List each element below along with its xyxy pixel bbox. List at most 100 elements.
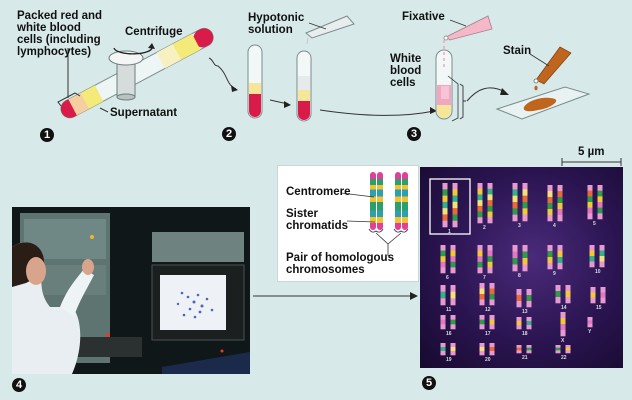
- chromosome-20-2: [489, 343, 495, 356]
- highlighted-pair-box: [429, 178, 471, 235]
- technician-at-monitor-image: [12, 207, 250, 374]
- karyotype-label-10: 10: [595, 269, 601, 275]
- chromosome-11-1: [440, 285, 446, 306]
- karyotype-label-X: X: [561, 338, 565, 344]
- karyotype-label-6: 6: [446, 275, 449, 281]
- chromosome-10-2: [599, 245, 605, 268]
- chromosome-1-2: [452, 183, 458, 228]
- centrifuge: [57, 27, 214, 119]
- chromosome-15-2: [600, 287, 606, 304]
- karyotype-label-19: 19: [446, 357, 452, 363]
- chromosome-9-2: [557, 245, 563, 270]
- karyotype-label-21: 21: [522, 355, 528, 361]
- label-fixative: Fixative: [402, 11, 445, 23]
- test-tube-1: [247, 44, 263, 119]
- chromosome-12-1: [479, 283, 485, 306]
- chromosome-2-1: [477, 183, 483, 224]
- label-hypotonic-solution: Hypotonic solution: [248, 12, 305, 36]
- karyotype-label-9: 9: [553, 271, 556, 277]
- karyotype-label-Y: Y: [588, 329, 592, 335]
- chromosome-16-1: [440, 315, 446, 330]
- karyotype-label-7: 7: [483, 275, 486, 281]
- chromosome-3-2: [522, 183, 528, 222]
- stain-dropper: [529, 46, 572, 91]
- chromosome-X: [560, 312, 566, 337]
- chromosome-17-1: [479, 315, 485, 330]
- chromosome-20-1: [479, 343, 485, 356]
- chromosome-18-2: [526, 317, 532, 330]
- label-homologous-pair: Pair of homologous chromosomes: [286, 252, 394, 276]
- chromosome-22-2: [565, 345, 571, 354]
- label-centrifuge: Centrifuge: [125, 26, 183, 38]
- chromosome-17-2: [489, 315, 495, 330]
- karyotype-label-18: 18: [522, 331, 528, 337]
- chromosome-3-1: [512, 183, 518, 222]
- chromosome-19-2: [450, 343, 456, 356]
- karyotype-label-4: 4: [553, 223, 556, 229]
- chromosome-13-2: [526, 289, 532, 308]
- karyotype-label-2: 2: [483, 225, 486, 231]
- chromosome-18-1: [516, 317, 522, 330]
- chromosome-7-2: [487, 245, 493, 274]
- scale-bar-label: 5 µm: [578, 146, 605, 158]
- chromosome-Y: [587, 317, 593, 328]
- lab-photo: [12, 207, 250, 374]
- chromosome-14-1: [555, 285, 561, 304]
- karyotype-label-1: 1: [448, 229, 451, 235]
- step-number-1: 1: [40, 128, 54, 142]
- chromosome-1-1: [442, 183, 448, 228]
- karyotype-label-15: 15: [596, 305, 602, 311]
- chromosome-14-2: [565, 285, 571, 304]
- chromosome-12-2: [489, 283, 495, 306]
- slide: [495, 86, 591, 120]
- chromosome-6-1: [440, 245, 446, 274]
- label-sister-chromatids: Sister chromatids: [286, 208, 348, 232]
- karyotype-label-14: 14: [561, 305, 567, 311]
- chromosome-11-2: [450, 285, 456, 306]
- label-stain: Stain: [503, 45, 532, 57]
- label-white-blood-cells: White blood cells: [390, 53, 422, 89]
- chromosome-6-2: [450, 245, 456, 274]
- test-tube-2: [296, 50, 312, 122]
- chromosome-19-1: [440, 343, 446, 356]
- karyotype-label-22: 22: [561, 355, 567, 361]
- chromosome-15-1: [590, 287, 596, 304]
- test-tube-3: [435, 40, 466, 122]
- chromosome-2-2: [487, 183, 493, 224]
- chromosome-8-1: [512, 245, 518, 272]
- karyotype-chromosomes: [429, 178, 606, 356]
- step-number-3: 3: [407, 127, 421, 141]
- karyotype-label-12: 12: [485, 307, 491, 313]
- karyotype-label-20: 20: [485, 357, 491, 363]
- chromosome-22-1: [555, 345, 561, 354]
- chromosome-4-2: [557, 185, 563, 222]
- fixative-pipette: [443, 15, 493, 41]
- step-number-5: 5: [422, 376, 436, 390]
- step-number-2: 2: [222, 127, 236, 141]
- hypotonic-pipette: [305, 15, 355, 45]
- karyotype-label-13: 13: [522, 309, 528, 315]
- chromosome-5-1: [587, 185, 593, 220]
- karyotype-label-11: 11: [446, 307, 452, 313]
- karyotype-label-8: 8: [518, 273, 521, 279]
- chromosome-21-1: [516, 345, 522, 354]
- label-supernatant: Supernatant: [110, 107, 178, 119]
- chromosome-4-1: [547, 185, 553, 222]
- karyotype-label-17: 17: [485, 331, 491, 337]
- chromosome-21-2: [526, 345, 532, 354]
- label-packed-cells: Packed red and white blood cells (includ…: [17, 10, 103, 58]
- karyotype-label-3: 3: [518, 223, 521, 229]
- karyotype-label-5: 5: [593, 221, 596, 227]
- label-centromere: Centromere: [286, 186, 351, 198]
- step-number-4: 4: [12, 378, 26, 392]
- chromosome-7-1: [477, 245, 483, 274]
- karyotype-label-16: 16: [446, 331, 452, 337]
- chromosome-16-2: [450, 315, 456, 330]
- chromosome-8-2: [522, 245, 528, 272]
- homologous-pair-drawing: [340, 172, 409, 256]
- chromosome-10-1: [589, 245, 595, 268]
- chromosome-5-2: [597, 185, 603, 220]
- chromosome-9-1: [547, 245, 553, 270]
